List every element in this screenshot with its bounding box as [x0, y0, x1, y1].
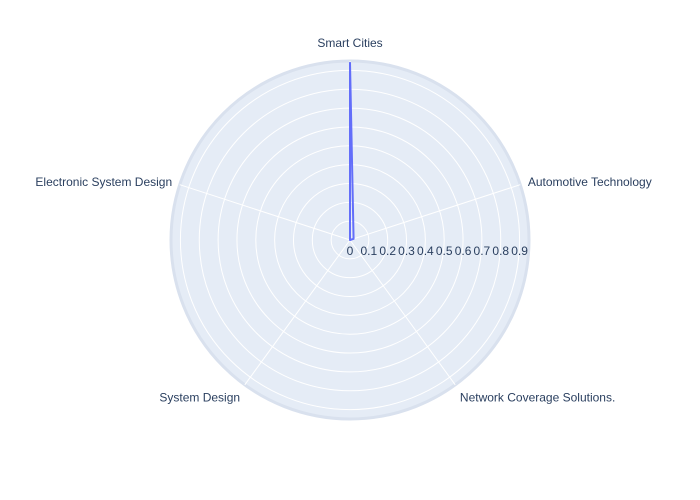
- radial-tick-label: 0.6: [455, 244, 472, 258]
- category-label: Network Coverage Solutions.: [460, 390, 615, 404]
- series-point: [349, 62, 351, 64]
- category-label: Electronic System Design: [35, 175, 172, 189]
- category-label: Smart Cities: [317, 36, 382, 50]
- radial-tick-label: 0: [347, 244, 354, 258]
- series-traces: [349, 61, 355, 241]
- angular-spoke: [179, 184, 351, 241]
- category-label: Automotive Technology: [528, 175, 652, 189]
- series-point: [349, 239, 351, 241]
- radial-tick-label: 0.5: [436, 244, 453, 258]
- radial-tick-label: 0.2: [379, 244, 396, 258]
- angular-spoke: [349, 184, 521, 241]
- radial-tick-label: 0.3: [398, 244, 415, 258]
- radial-tick-label: 0.9: [511, 244, 528, 258]
- angular-spoke: [349, 239, 456, 386]
- radial-tick-label: 0.7: [474, 244, 491, 258]
- radial-tick-label: 0.1: [360, 244, 377, 258]
- series-line: [349, 61, 355, 241]
- angular-spoke: [244, 239, 351, 386]
- series-point: [352, 238, 355, 240]
- radial-tick-label: 0.4: [417, 244, 434, 258]
- radial-tick-label: 0.8: [492, 244, 509, 258]
- category-label: System Design: [159, 390, 240, 404]
